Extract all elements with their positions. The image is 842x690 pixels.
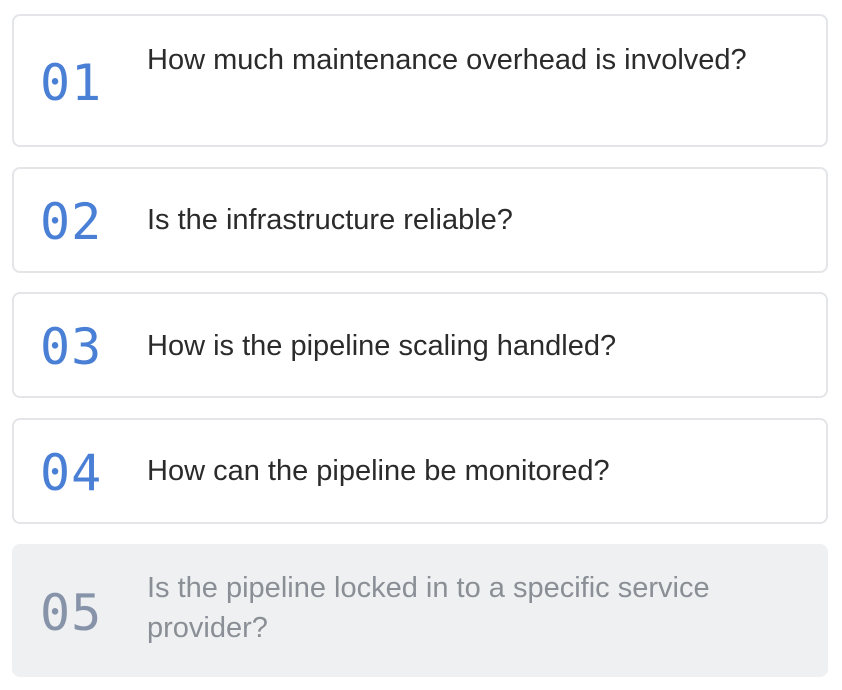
list-item-03[interactable]: 03 How is the pipeline scaling handled? bbox=[12, 292, 828, 398]
item-number: 01 bbox=[40, 54, 103, 112]
item-text: Is the pipeline locked in to a specific … bbox=[147, 572, 710, 644]
list-item-04[interactable]: 04 How can the pipeline be monitored? bbox=[12, 418, 828, 524]
item-number: 05 bbox=[40, 584, 103, 642]
item-number: 02 bbox=[40, 193, 103, 251]
item-text: Is the infrastructure reliable? bbox=[147, 204, 513, 236]
list-item-01[interactable]: 01 How much maintenance overhead is invo… bbox=[12, 14, 828, 147]
item-text: How is the pipeline scaling handled? bbox=[147, 330, 617, 362]
item-text: How much maintenance overhead is involve… bbox=[147, 44, 747, 76]
list-item-05[interactable]: 05 Is the pipeline locked in to a specif… bbox=[12, 544, 828, 677]
item-number: 03 bbox=[40, 318, 103, 376]
item-number: 04 bbox=[40, 444, 103, 502]
list-item-02[interactable]: 02 Is the infrastructure reliable? bbox=[12, 167, 828, 273]
item-text: How can the pipeline be monitored? bbox=[147, 455, 610, 487]
